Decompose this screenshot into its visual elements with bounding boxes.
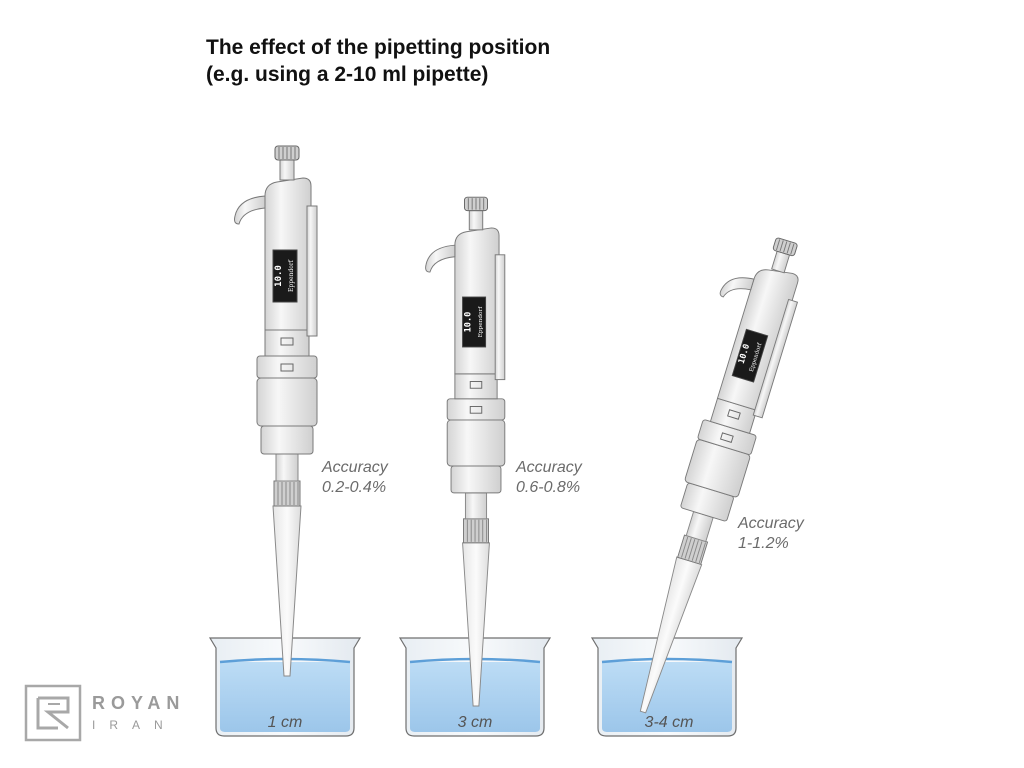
accuracy-3-title: Accuracy bbox=[738, 515, 804, 532]
pipette-1: 10.0 Eppendorf bbox=[234, 145, 318, 677]
pipette-1-display-brand: Eppendorf bbox=[288, 259, 295, 292]
pipette-3: 10.0 Eppendorf bbox=[595, 225, 815, 721]
beaker-3 bbox=[591, 637, 743, 737]
royan-iran-logo: ROYAN IRAN bbox=[24, 684, 185, 742]
accuracy-label-3: Accuracy 1-1.2% bbox=[738, 514, 804, 554]
pipette-2-display-brand: Eppendorf bbox=[478, 306, 484, 338]
beaker-3-liquid bbox=[602, 662, 732, 732]
depth-label-3: 3-4 cm bbox=[644, 714, 694, 731]
title-line-2: (e.g. using a 2-10 ml pipette) bbox=[206, 63, 489, 86]
pipette-2-display-value: 10.0 bbox=[463, 312, 473, 333]
beaker-1-liquid bbox=[220, 662, 350, 732]
depth-label-1: 1 cm bbox=[267, 714, 303, 731]
accuracy-label-2: Accuracy 0.6-0.8% bbox=[516, 458, 582, 498]
logo-text: ROYAN IRAN bbox=[92, 691, 185, 735]
accuracy-1-title: Accuracy bbox=[322, 459, 388, 476]
accuracy-2-value: 0.6-0.8% bbox=[516, 479, 581, 496]
title-line-1: The effect of the pipetting position bbox=[206, 36, 551, 59]
depth-label-2: 3 cm bbox=[457, 714, 493, 731]
diagram-title: The effect of the pipetting position (e.… bbox=[206, 34, 550, 88]
logo-line-1: ROYAN bbox=[92, 693, 186, 713]
logo-line-2: IRAN bbox=[92, 718, 177, 732]
pipette-1-display-value: 10.0 bbox=[274, 265, 284, 287]
accuracy-2-title: Accuracy bbox=[516, 459, 582, 476]
accuracy-3-value: 1-1.2% bbox=[738, 535, 789, 552]
royan-logo-icon bbox=[24, 684, 82, 742]
accuracy-label-1: Accuracy 0.2-0.4% bbox=[322, 458, 388, 498]
accuracy-1-value: 0.2-0.4% bbox=[322, 479, 387, 496]
pipette-2: 10.0 Eppendorf bbox=[425, 196, 506, 707]
